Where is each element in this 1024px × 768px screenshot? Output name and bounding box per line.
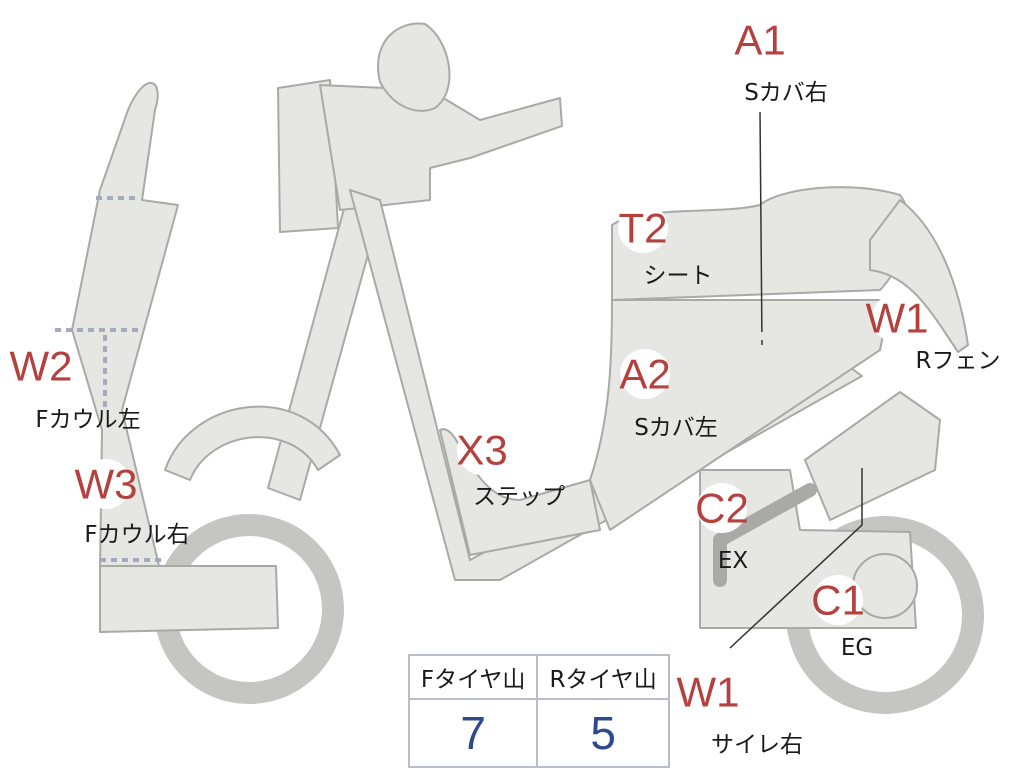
callout-badge <box>81 459 131 509</box>
part-code: C2 <box>695 485 749 532</box>
part-code: W1 <box>677 669 740 716</box>
leader-line-w1-silencer <box>729 468 863 649</box>
part-name: Fカウル左 <box>35 407 140 433</box>
callout-badge <box>735 15 785 65</box>
rear-tire-value: 5 <box>536 698 670 768</box>
part-code: A2 <box>619 351 670 398</box>
part-code: X3 <box>456 427 507 474</box>
callout-badge <box>620 349 670 399</box>
callout-badge <box>16 341 66 391</box>
step-area <box>439 428 601 556</box>
handlebar <box>319 84 563 211</box>
exhaust-pipe <box>713 483 817 587</box>
part-code: W1 <box>866 295 929 342</box>
part-name: Sカバ右 <box>744 80 828 106</box>
part-name: Fカウル右 <box>84 522 189 548</box>
leader-line-a1 <box>759 111 763 346</box>
callout-c1: C1 EG <box>811 575 873 661</box>
part-name: EG <box>841 635 873 661</box>
part-name: ステップ <box>473 484 565 510</box>
part-name: Sカバ左 <box>634 415 718 441</box>
callout-x3: X3 ステップ <box>456 425 565 510</box>
callout-badge <box>683 667 733 717</box>
callout-badge <box>457 425 507 475</box>
callout-badge <box>813 575 863 625</box>
part-name: Rフェン <box>916 348 1001 374</box>
muffler <box>804 391 941 521</box>
callout-badge <box>697 483 747 533</box>
part-code: W3 <box>75 461 138 508</box>
callout-w1-silencer: W1 サイレ右 <box>677 667 803 758</box>
rear-tire-header: Rタイヤ山 <box>536 654 670 700</box>
callout-c2: C2 EX <box>695 483 749 574</box>
callout-badge <box>872 293 922 343</box>
part-code: C1 <box>811 577 865 624</box>
mirror <box>377 22 451 112</box>
front-tire-header: Fタイヤ山 <box>407 654 539 700</box>
front-fender <box>164 405 341 481</box>
part-name: EX <box>718 548 749 574</box>
callout-w1-fender: W1 Rフェン <box>866 293 1001 374</box>
part-code: T2 <box>618 205 667 252</box>
callout-a2: A2 Sカバ左 <box>619 349 718 441</box>
callout-w3: W3 Fカウル右 <box>75 459 190 548</box>
callout-w2: W2 Fカウル左 <box>10 341 141 433</box>
headlight-block <box>277 79 339 233</box>
callout-a1: A1 Sカバ右 <box>734 15 828 106</box>
front-block <box>99 565 279 633</box>
side-cover <box>589 299 891 531</box>
callout-badge <box>618 203 668 253</box>
front-tire-value: 7 <box>407 698 539 768</box>
part-code: W2 <box>10 343 73 390</box>
tire-tread-table: Fタイヤ山 Rタイヤ山 7 5 <box>407 654 670 768</box>
part-code: A1 <box>734 17 785 64</box>
part-name: シート <box>644 263 713 289</box>
rear-fender <box>869 199 969 353</box>
part-name: サイレ右 <box>711 732 803 758</box>
front-cowl <box>71 82 191 571</box>
callout-t2: T2 シート <box>618 203 713 289</box>
